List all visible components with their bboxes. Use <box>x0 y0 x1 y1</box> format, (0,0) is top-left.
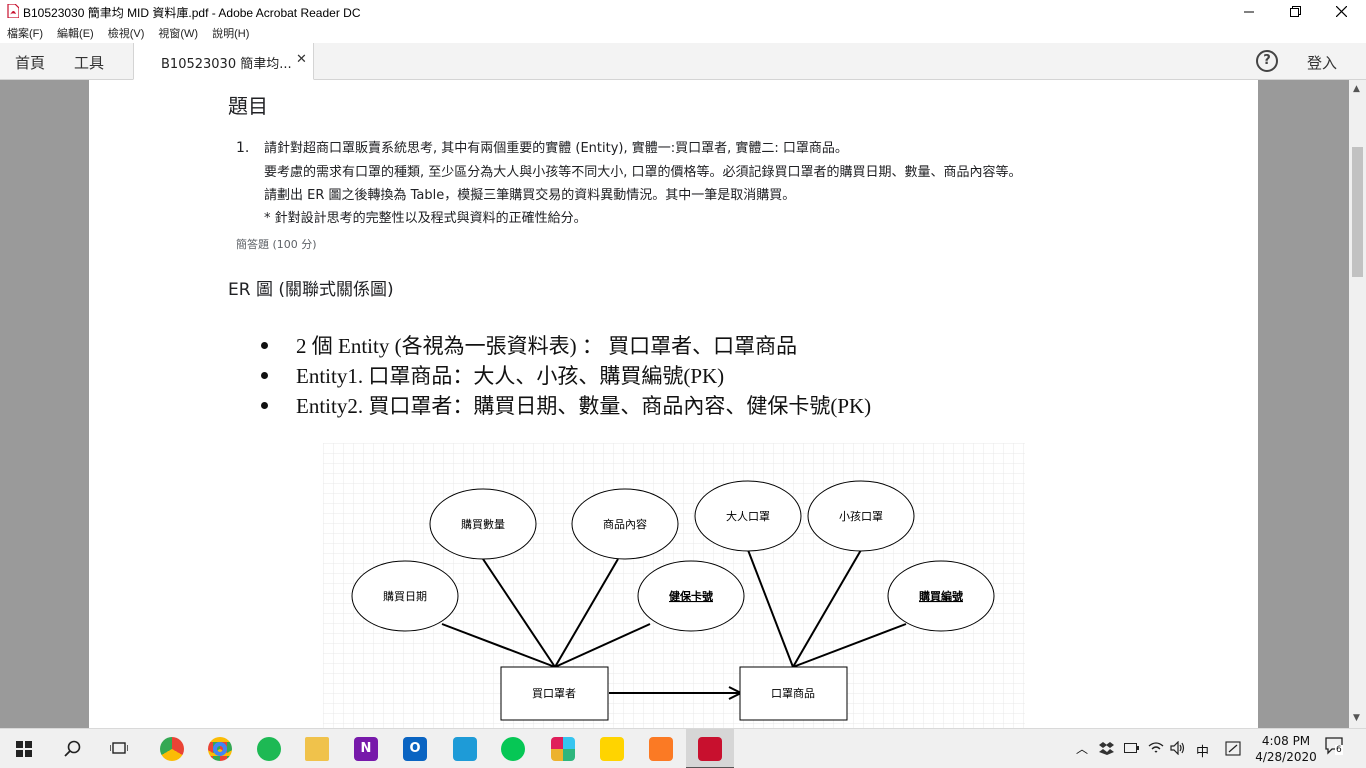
section-heading: ER 圖 (關聯式關係圖) <box>228 280 394 300</box>
notification-icon <box>1325 737 1343 755</box>
pdf-page: 題目 1. 請針對超商口罩販賣系統思考, 其中有兩個重要的實體 (Entity)… <box>89 80 1258 728</box>
svg-text:購買數量: 購買數量 <box>461 517 505 531</box>
xampp-icon[interactable] <box>649 737 673 761</box>
question-meta: 簡答題 (100 分) <box>236 238 317 251</box>
ime-indicator[interactable]: 中 <box>1196 745 1210 760</box>
attribute-purchase-date: 購買日期 <box>351 560 459 632</box>
sticky-notes-icon[interactable] <box>600 737 624 761</box>
menu-file[interactable]: 檔案(F) <box>7 28 44 40</box>
er-diagram: 購買數量 商品內容 購買日期 健保卡號 大人口罩 小孩口罩 <box>323 443 1025 728</box>
windows-start-icon[interactable] <box>16 741 32 757</box>
svg-text:購買日期: 購買日期 <box>383 589 427 603</box>
notification-count: 6 <box>1335 745 1343 755</box>
acrobat-icon <box>7 4 19 18</box>
question-line: * 針對設計思考的完整性以及程式與資料的正確性給分。 <box>264 211 587 226</box>
svg-text:健保卡號: 健保卡號 <box>669 589 713 603</box>
attribute-product-content: 商品內容 <box>571 488 679 560</box>
search-icon[interactable] <box>64 740 81 757</box>
outlook-icon[interactable]: O <box>403 737 427 761</box>
scroll-down-icon[interactable]: ▼ <box>1353 713 1360 723</box>
help-button[interactable]: ? <box>1256 50 1278 72</box>
tab-tools[interactable]: 工具 <box>74 54 105 72</box>
er-connectors <box>441 549 907 700</box>
entity-product: 口罩商品 <box>739 666 848 721</box>
spotify-icon[interactable] <box>257 737 281 761</box>
scrollbar-thumb[interactable] <box>1352 147 1363 277</box>
entity-buyer: 買口罩者 <box>500 666 609 721</box>
tab-document-label: B10523030 簡聿均... <box>161 57 292 72</box>
battery-icon[interactable] <box>1124 743 1139 753</box>
line-icon[interactable] <box>501 737 525 761</box>
tab-home[interactable]: 首頁 <box>15 54 46 72</box>
bullet-dot <box>261 372 268 379</box>
bullet-dot <box>261 402 268 409</box>
camera-app-icon[interactable] <box>453 737 477 761</box>
attribute-health-card-pk: 健保卡號 <box>637 560 745 632</box>
scroll-up-icon[interactable]: ▲ <box>1353 84 1360 94</box>
vertical-scrollbar[interactable]: ▲ ▼ <box>1349 80 1366 728</box>
question-line: 要考慮的需求有口罩的種類, 至少區分為大人與小孩等不同大小, 口罩的價格等。必須… <box>264 165 1022 180</box>
slack-icon[interactable] <box>551 737 575 761</box>
chrome-icon[interactable] <box>208 737 232 761</box>
document-viewer[interactable]: 題目 1. 請針對超商口罩販賣系統思考, 其中有兩個重要的實體 (Entity)… <box>0 80 1366 728</box>
menu-view[interactable]: 檢視(V) <box>107 28 145 40</box>
attribute-purchase-number-pk: 購買編號 <box>887 560 995 632</box>
restore-icon <box>1289 6 1301 17</box>
window-title: B10523030 簡聿均 MID 資料庫.pdf - Adobe Acroba… <box>23 6 361 20</box>
svg-text:小孩口罩: 小孩口罩 <box>839 510 883 523</box>
minimize-icon <box>1244 11 1254 12</box>
attribute-purchase-quantity: 購買數量 <box>429 488 537 560</box>
svg-text:買口罩者: 買口罩者 <box>532 687 576 700</box>
menu-window[interactable]: 視窗(W) <box>158 28 199 40</box>
taskbar: N O ︿ 中 4:08 PM 4/28/2020 6 <box>0 728 1366 768</box>
clock-date: 4/28/2020 <box>1255 750 1317 764</box>
acrobat-taskbar-icon <box>698 737 722 761</box>
page-heading: 題目 <box>228 94 268 118</box>
title-bar: B10523030 簡聿均 MID 資料庫.pdf - Adobe Acroba… <box>0 0 1366 23</box>
action-center-button[interactable]: 6 <box>1325 737 1347 759</box>
tray-chevron-icon[interactable]: ︿ <box>1076 742 1089 756</box>
attribute-adult-mask: 大人口罩 <box>694 480 802 552</box>
restore-button[interactable] <box>1272 0 1318 23</box>
svg-text:大人口罩: 大人口罩 <box>726 509 770 523</box>
chrome-profile-icon[interactable] <box>160 737 184 761</box>
system-clock[interactable]: 4:08 PM 4/28/2020 <box>1255 733 1317 765</box>
question-line: 請劃出 ER 圖之後轉換為 Table，模擬三筆購買交易的資料異動情況。其中一筆… <box>264 188 796 203</box>
file-explorer-icon[interactable] <box>305 737 329 761</box>
bullet-dot <box>261 342 268 349</box>
clock-time: 4:08 PM <box>1261 734 1311 748</box>
wifi-icon[interactable] <box>1148 741 1164 755</box>
close-window-button[interactable] <box>1318 0 1364 23</box>
tab-bar: 首頁 工具 B10523030 簡聿均... ✕ ? 登入 <box>0 43 1366 80</box>
close-icon <box>1335 6 1347 17</box>
ime-mode-icon[interactable] <box>1225 741 1241 756</box>
dropbox-icon[interactable] <box>1099 742 1114 755</box>
question-number: 1. <box>236 140 250 156</box>
task-view-icon[interactable] <box>110 741 128 757</box>
svg-text:口罩商品: 口罩商品 <box>771 686 815 700</box>
login-button[interactable]: 登入 <box>1307 54 1338 72</box>
onenote-icon[interactable]: N <box>354 737 378 761</box>
tab-close-icon[interactable]: ✕ <box>296 52 307 67</box>
menu-help[interactable]: 說明(H) <box>212 28 250 40</box>
menu-edit[interactable]: 編輯(E) <box>57 28 94 40</box>
question-line: 請針對超商口罩販賣系統思考, 其中有兩個重要的實體 (Entity), 實體一:… <box>264 141 848 156</box>
minimize-button[interactable] <box>1226 0 1272 23</box>
svg-text:購買編號: 購買編號 <box>918 589 963 603</box>
attribute-child-mask: 小孩口罩 <box>807 480 915 552</box>
menu-bar: 檔案(F) 編輯(E) 檢視(V) 視窗(W) 說明(H) <box>0 23 1366 43</box>
volume-icon[interactable] <box>1170 741 1186 755</box>
svg-text:商品內容: 商品內容 <box>603 517 647 531</box>
tab-document[interactable]: B10523030 簡聿均... ✕ <box>133 43 314 80</box>
taskbar-acrobat-active[interactable] <box>686 729 734 768</box>
